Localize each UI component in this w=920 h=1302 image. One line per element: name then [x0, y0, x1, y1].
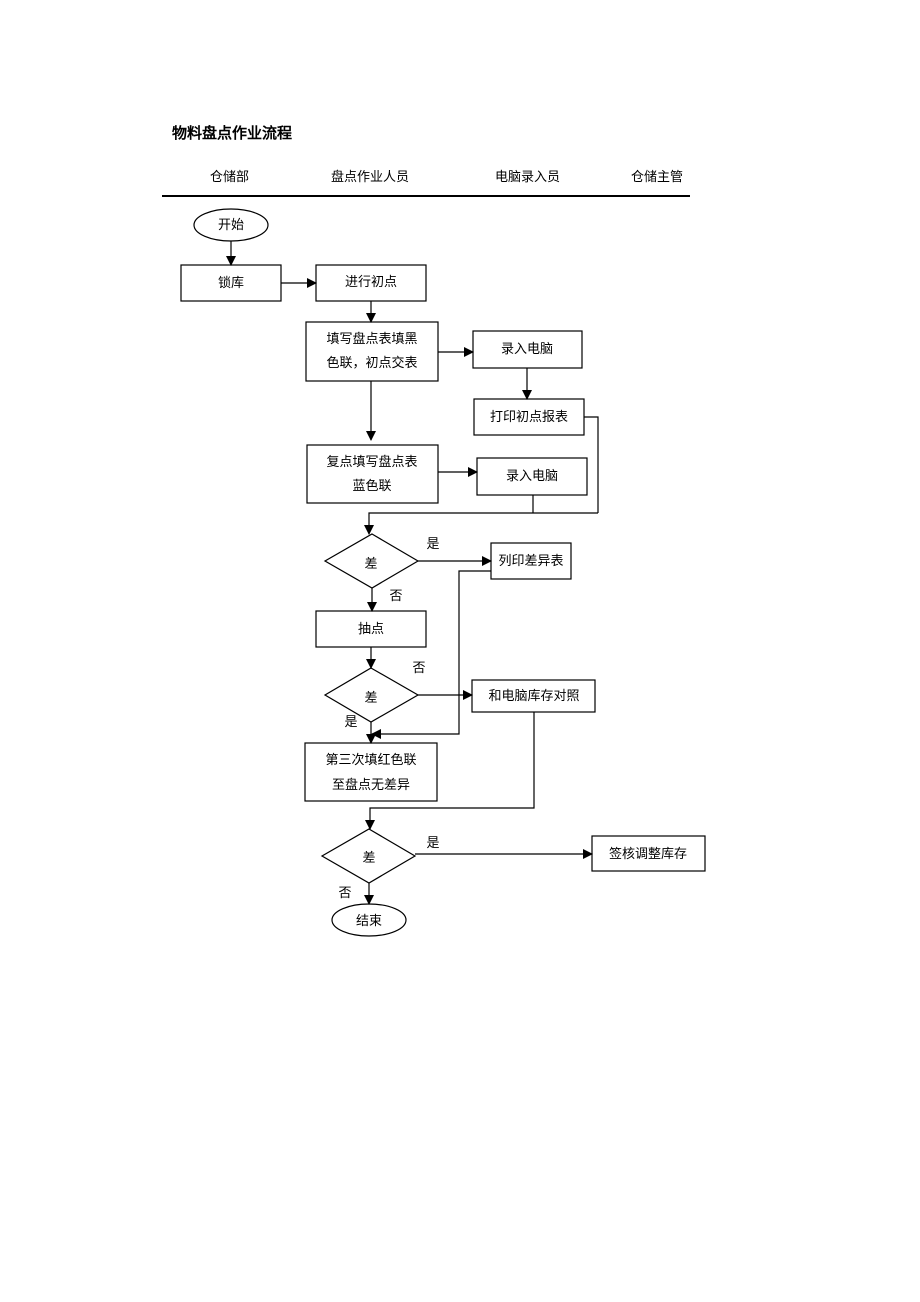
- diff-2-label: 差: [364, 691, 377, 706]
- diff3-yes-label: 是: [426, 836, 439, 851]
- recount-label-2: 蓝色联: [352, 478, 391, 494]
- initial-count-label: 进行初点: [345, 275, 397, 290]
- lane-data-entry: 电脑录入员: [495, 170, 561, 185]
- start-label: 开始: [218, 218, 244, 233]
- compare-pc-label: 和电脑库存对照: [488, 688, 579, 704]
- diff-1-label: 差: [364, 557, 377, 572]
- arrow-merge-diff1: [364, 512, 598, 535]
- connector-print-merge: [584, 416, 599, 513]
- recount-label-1: 复点填写盘点表: [326, 454, 417, 470]
- lane-warehouse: 仓储部: [210, 170, 250, 185]
- diff1-yes-label: 是: [426, 537, 439, 552]
- third-count-label-1: 第三次填红色联: [325, 752, 416, 768]
- lock-label: 锁库: [218, 275, 244, 291]
- arrow-compare-diff3: [365, 712, 535, 830]
- third-count-label-2: 至盘点无差异: [332, 777, 410, 793]
- approve-label: 签核调整库存: [609, 846, 687, 862]
- enter-pc-label-1: 录入电脑: [501, 342, 553, 357]
- print-report-label: 打印初点报表: [490, 410, 568, 425]
- diagram-title: 物料盘点作业流程: [172, 124, 293, 142]
- recount-box: [306, 444, 439, 504]
- lane-counting-staff: 盘点作业人员: [331, 170, 410, 185]
- arrow-printdiff-third: [371, 570, 491, 739]
- fill-black-label-2: 色联，初点交表: [326, 355, 417, 371]
- diff2-no-label: 否: [412, 661, 425, 676]
- diff-3-label: 差: [362, 851, 375, 866]
- fill-black-label-1: 填写盘点表填黑: [326, 331, 417, 347]
- lane-warehouse-supervisor: 仓储主管: [631, 170, 684, 185]
- end-label: 结束: [356, 914, 382, 929]
- print-diff-label: 列印差异表: [498, 554, 563, 569]
- diff2-yes-label: 是: [344, 715, 357, 730]
- spot-check-label: 抽点: [358, 622, 384, 637]
- enter-pc-label-2: 录入电脑: [506, 469, 558, 484]
- diff3-no-label: 否: [338, 886, 351, 901]
- diff1-no-label: 否: [389, 589, 402, 604]
- fill-black-box: [305, 321, 439, 382]
